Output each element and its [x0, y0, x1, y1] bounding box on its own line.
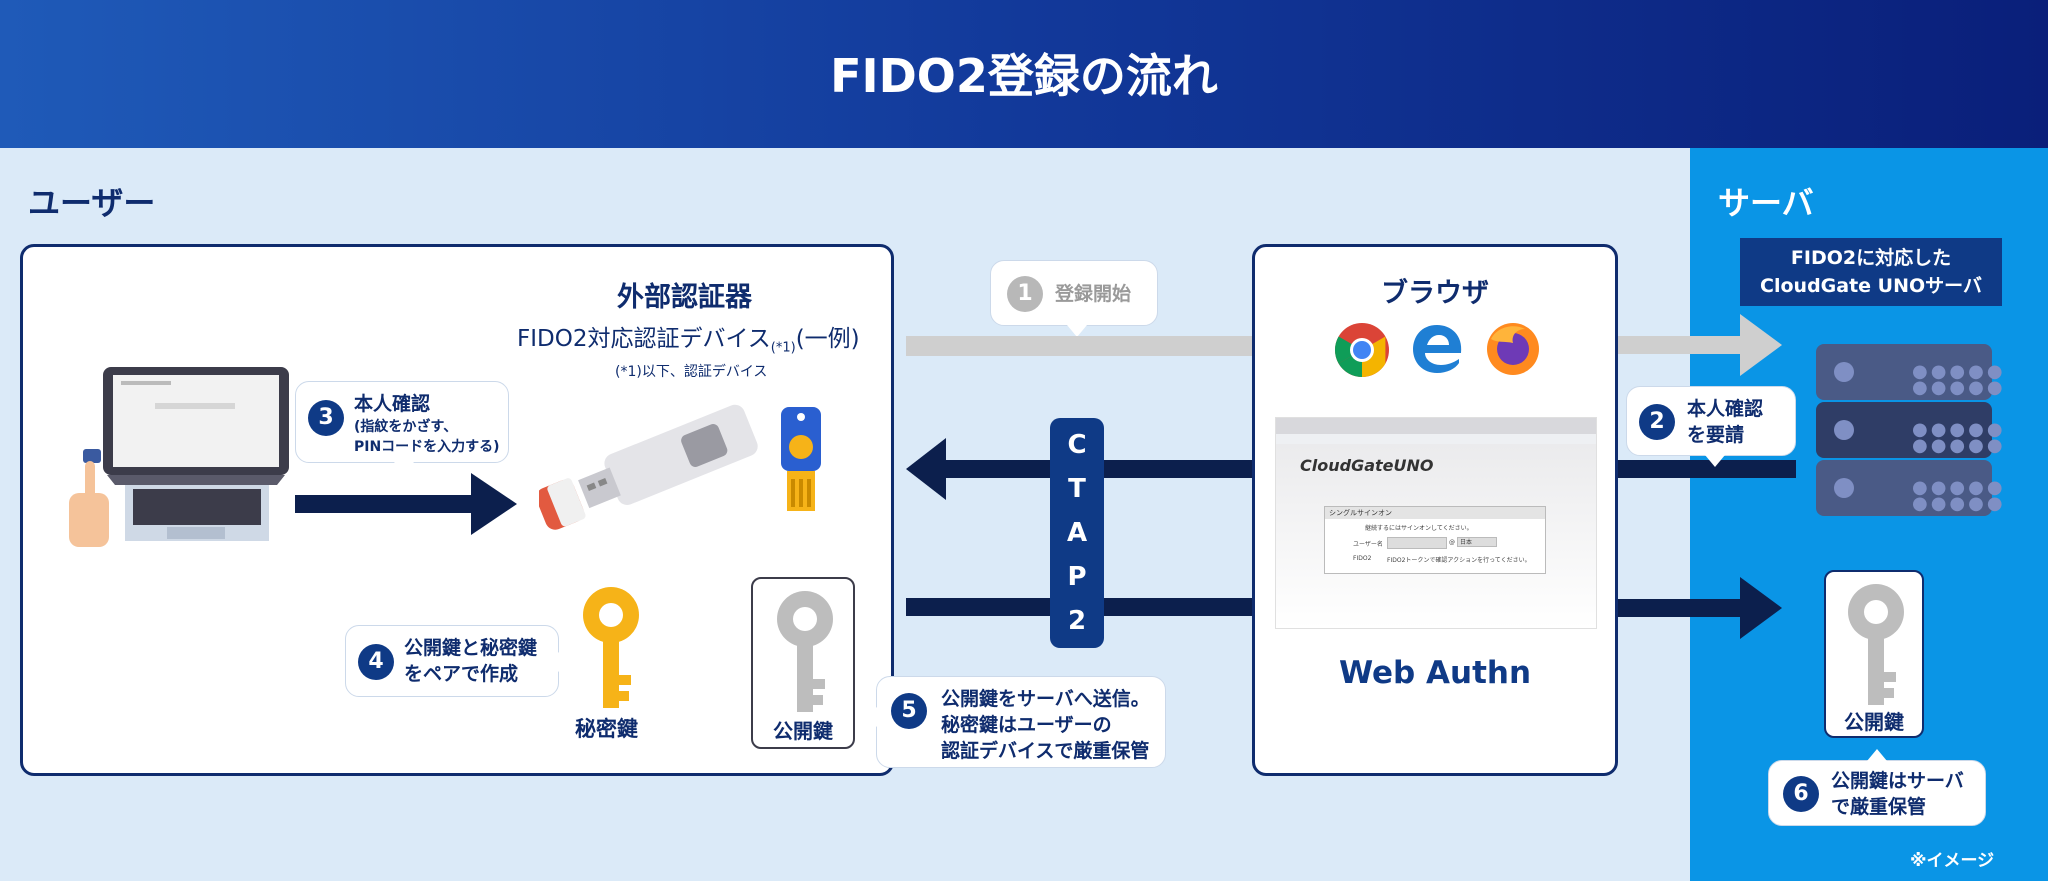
arrow-to-device: [295, 473, 517, 535]
server-public-key-card: 公開鍵: [1824, 570, 1924, 738]
page-title: FIDO2登録の流れ: [830, 49, 1218, 103]
step6-number: 6: [1783, 776, 1819, 812]
server-area: サーバ FIDO2に対応した CloudGate UNOサーバ ●●●●●●●●…: [1690, 148, 2048, 881]
hand-with-key-icon: [69, 449, 109, 547]
ctap-letter: 2: [1067, 606, 1087, 636]
arrow-browser-to-server-key: [1618, 577, 1782, 639]
step4-line1: 公開鍵と秘密鍵: [404, 637, 538, 659]
step3-callout: 3 本人確認 (指紋をかざす、 PINコードを入力する): [295, 381, 509, 474]
ctap-letter: A: [1066, 518, 1088, 548]
step5-number: 5: [891, 693, 927, 729]
step5-line2: 秘密鍵はユーザーの: [941, 714, 1112, 736]
step5-line3: 認証デバイスで厳重保管: [941, 740, 1150, 762]
step2-callout: 2 本人確認 を要請: [1626, 386, 1796, 467]
browser-panel: ブラウザ CloudGateUNO シングルサインオン 継続するにはサインオンし…: [1252, 244, 1618, 776]
arrow-start-registration: [906, 336, 1252, 356]
fido-label: FIDO2: [1353, 555, 1372, 562]
ctap-letter: C: [1067, 430, 1087, 460]
private-key-icon: [583, 587, 639, 708]
step3-line1: 本人確認: [354, 393, 431, 415]
step1-text: 登録開始: [1055, 283, 1132, 305]
server-public-key-label: 公開鍵: [1844, 710, 1904, 734]
user-public-key-card: 公開鍵: [751, 577, 855, 749]
step4-line2: をペアで作成: [404, 663, 519, 685]
laptop-icon: [103, 367, 289, 541]
step2-number: 2: [1639, 404, 1675, 440]
edge-icon: [1413, 325, 1462, 373]
usb-fingerprint-device-icon: [539, 404, 758, 530]
security-key-icon: [781, 407, 821, 511]
image-note: ※イメージ: [1910, 851, 1995, 871]
username-input[interactable]: [1387, 537, 1447, 549]
username-label: ユーザー名: [1353, 541, 1383, 548]
step1-callout: 1 登録開始: [990, 260, 1158, 337]
user-public-key-label: 公開鍵: [773, 719, 833, 743]
ctap-letter: T: [1068, 474, 1086, 504]
step5-callout: 5 公開鍵をサーバへ送信。 秘密鍵はユーザーの 認証デバイスで厳重保管: [865, 676, 1166, 768]
step6-line2: で厳重保管: [1831, 796, 1927, 818]
browser-title: ブラウザ: [1381, 278, 1489, 309]
chrome-icon: [1334, 323, 1389, 377]
step5-line1: 公開鍵をサーバへ送信。: [941, 688, 1150, 710]
login-box-title: シングルサインオン: [1325, 507, 1545, 519]
browser-screenshot: CloudGateUNO シングルサインオン 継続するにはサインオンしてください…: [1275, 417, 1597, 629]
public-key-icon: [777, 591, 833, 712]
step2-line1: 本人確認: [1687, 398, 1764, 420]
arrow-browser-to-server: [1618, 314, 1782, 376]
firefox-icon: [1487, 323, 1539, 375]
domain-select[interactable]: 日本: [1457, 537, 1497, 547]
arrow-server-to-browser: [1618, 460, 1796, 478]
step4-number: 4: [358, 644, 394, 680]
step3-number: 3: [308, 400, 344, 436]
authenticator-panel: 外部認証器 FIDO2対応認証デバイス(*1)(一例) (*1)以下、認証デバイ…: [20, 244, 894, 776]
user-section-label: ユーザー: [28, 184, 156, 222]
server-label-line2: CloudGate UNOサーバ: [1760, 275, 1982, 297]
step1-number: 1: [1007, 276, 1043, 312]
step3-line3: PINコードを入力する): [354, 439, 500, 455]
ctap2-bar: C T A P 2: [1050, 418, 1104, 648]
step6-line1: 公開鍵はサーバ: [1831, 770, 1964, 792]
step2-line2: を要請: [1687, 424, 1745, 446]
public-key-icon: [1848, 584, 1904, 705]
step6-callout: 6 公開鍵はサーバ で厳重保管: [1768, 749, 1986, 826]
login-box: シングルサインオン 継続するにはサインオンしてください。 ユーザー名 @ 日本 …: [1324, 506, 1546, 574]
step4-callout: 4 公開鍵と秘密鍵 をペアで作成: [345, 625, 570, 697]
authenticator-title: 外部認証器: [617, 282, 752, 313]
login-box-message: 継続するにはサインオンしてください。: [1365, 525, 1473, 532]
cloudgate-logo: CloudGateUNO: [1300, 456, 1434, 475]
fido-message: FIDO2トークンで確認アクションを行ってください。: [1387, 557, 1531, 564]
server-label-box: FIDO2に対応した CloudGate UNOサーバ: [1740, 238, 2002, 306]
ctap-letter: P: [1067, 562, 1087, 592]
authenticator-footnote: (*1)以下、認証デバイス: [615, 364, 768, 380]
server-label-line1: FIDO2に対応した: [1790, 247, 1952, 269]
step3-line2: (指紋をかざす、: [354, 419, 458, 435]
private-key-label: 秘密鍵: [575, 717, 638, 741]
authenticator-subtitle: FIDO2対応認証デバイス(*1)(一例): [517, 326, 860, 356]
header-bar: FIDO2登録の流れ: [0, 0, 2048, 148]
server-section-label: サーバ: [1718, 184, 1814, 222]
webauthn-label: Web Authn: [1338, 655, 1532, 691]
at-sign: @: [1449, 539, 1455, 546]
